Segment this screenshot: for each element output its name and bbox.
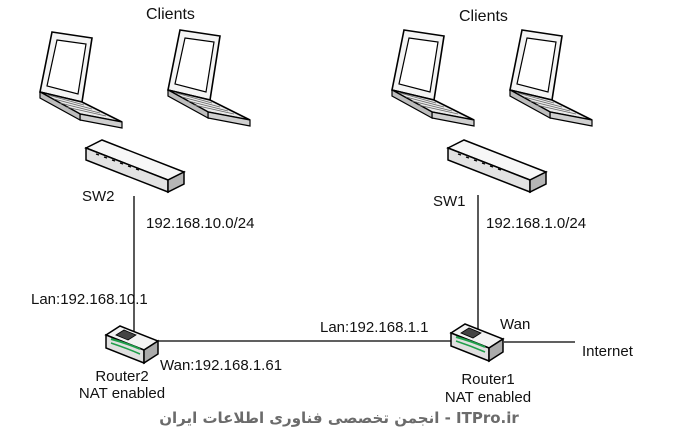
router1-name-label: Router1 — [461, 371, 515, 388]
subnet-right-label: 192.168.1.0/24 — [486, 215, 587, 232]
switch-icon — [447, 139, 547, 193]
clients-left-label: Clients — [146, 6, 195, 23]
wan-left-label: Wan:192.168.1.61 — [160, 357, 283, 374]
laptop-icon — [509, 29, 593, 127]
laptop-icon — [167, 29, 251, 127]
sw2-label: SW2 — [82, 188, 115, 205]
laptop-icon — [39, 31, 123, 129]
sw1-label: SW1 — [433, 193, 466, 210]
clients-right-label: Clients — [459, 8, 508, 25]
router2-name-label: Router2 — [95, 368, 149, 385]
switch-icon — [85, 139, 185, 193]
internet-label: Internet — [582, 343, 633, 360]
wan-right-label: Wan — [500, 316, 531, 333]
laptop-icon — [391, 29, 475, 127]
router-icon — [450, 323, 504, 362]
lan-left-label: Lan:192.168.10.1 — [31, 291, 148, 308]
router2-nat-label: NAT enabled — [78, 385, 166, 402]
router-icon — [105, 325, 159, 364]
lan-right-label: Lan:192.168.1.1 — [320, 319, 429, 336]
router1-nat-label: NAT enabled — [444, 389, 532, 406]
watermark: ITPro.ir - انجمن تخصصی فناوری اطلاعات ای… — [159, 409, 519, 427]
network-links — [133, 195, 575, 343]
subnet-left-label: 192.168.10.0/24 — [146, 215, 255, 232]
